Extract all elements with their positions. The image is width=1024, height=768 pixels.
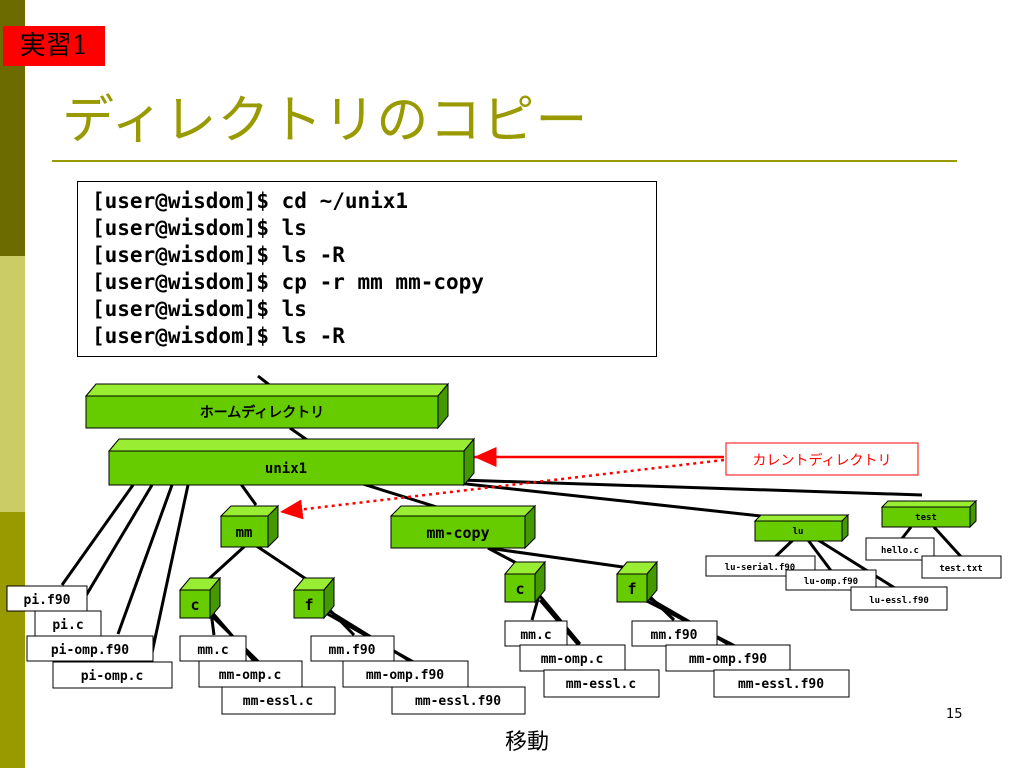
- mm-f-dir-box: f: [292, 576, 336, 620]
- file-label: pi.f90: [24, 593, 71, 608]
- file-box: [342, 660, 469, 688]
- file-label: lu-essl.f90: [869, 596, 929, 606]
- home-dir-label: ホームディレクトリ: [200, 404, 325, 421]
- terminal-line: [user@wisdom]$ ls -R: [92, 324, 345, 348]
- file-label: mm.f90: [651, 628, 698, 643]
- mm-dir-label: mm: [236, 525, 253, 541]
- test-dir-label: test: [915, 513, 937, 523]
- file-label: pi-omp.f90: [51, 643, 129, 658]
- file-box: [52, 661, 173, 689]
- file-label: mm-essl.f90: [738, 677, 824, 692]
- mm-c-dir-label: c: [190, 596, 199, 614]
- file-label: mm-omp.f90: [366, 668, 444, 683]
- page-number: 15: [946, 707, 963, 722]
- copy-f-dir-label: f: [627, 580, 636, 598]
- file-label: mm.f90: [329, 643, 376, 658]
- unix1-dir-label: unix1: [265, 461, 307, 477]
- file-box: [850, 586, 948, 611]
- file-label: mm-omp.c: [541, 652, 604, 667]
- mm-f-dir-label: f: [304, 596, 313, 614]
- file-box: [785, 569, 877, 591]
- terminal-line: [user@wisdom]$ cd ~/unix1: [92, 189, 409, 213]
- file-box: [6, 585, 88, 612]
- file-label: mm.c: [197, 643, 228, 658]
- sidebar-band-light: [0, 256, 25, 512]
- mm-dir-box: mm: [219, 504, 280, 549]
- file-label: mm-essl.c: [566, 677, 636, 692]
- exercise-badge: 実習1: [3, 26, 105, 66]
- file-box: [543, 669, 660, 698]
- mm-copy-dir-box: mm-copy: [389, 504, 537, 550]
- file-box: [713, 669, 850, 698]
- terminal-line: [user@wisdom]$ cp -r mm mm-copy: [92, 270, 484, 294]
- file-label: pi.c: [52, 618, 83, 633]
- footer-label: 移動: [505, 730, 550, 755]
- file-box: [865, 537, 935, 561]
- file-label: mm-omp.f90: [689, 652, 767, 667]
- file-box: [504, 620, 568, 647]
- mm-copy-dir-label: mm-copy: [426, 524, 489, 542]
- file-label: hello.c: [881, 546, 919, 556]
- file-box: [221, 686, 336, 715]
- home-dir-box: ホームディレクトリ: [84, 382, 450, 430]
- file-label: mm-omp.c: [219, 668, 282, 683]
- file-box: [26, 635, 154, 662]
- terminal-line: [user@wisdom]$ ls: [92, 216, 307, 240]
- file-box: [198, 660, 303, 688]
- file-label: lu-omp.f90: [804, 577, 858, 587]
- terminal-box: [user@wisdom]$ cd ~/unix1 [user@wisdom]$…: [77, 181, 657, 357]
- file-box: [921, 555, 1002, 579]
- mm-c-dir-box: c: [178, 576, 222, 620]
- file-label: mm-essl.f90: [415, 694, 501, 709]
- current-dir-callout: [725, 442, 919, 476]
- copy-f-dir-box: f: [615, 560, 659, 604]
- file-box: [391, 686, 526, 715]
- file-label: mm.c: [520, 628, 551, 643]
- copy-c-dir-box: c: [503, 560, 547, 604]
- terminal-line: [user@wisdom]$ ls -R: [92, 243, 345, 267]
- file-label: test.txt: [939, 564, 982, 574]
- lu-dir-label: lu: [793, 527, 804, 537]
- test-dir-box: test: [880, 499, 978, 529]
- file-box: [665, 644, 791, 672]
- file-box: [631, 620, 718, 647]
- terminal-line: [user@wisdom]$ ls: [92, 297, 307, 321]
- file-label: mm-essl.c: [243, 694, 313, 709]
- copy-c-dir-label: c: [515, 580, 524, 598]
- file-label: pi-omp.c: [81, 669, 144, 684]
- slide-title: ディレクトリのコピー: [62, 91, 589, 151]
- lu-dir-box: lu: [753, 513, 850, 543]
- unix1-dir-box: unix1: [107, 437, 476, 487]
- file-label: lu-serial.f90: [725, 562, 795, 573]
- current-dir-label: カレントディレクトリ: [752, 452, 891, 469]
- title-underline: [52, 160, 957, 162]
- sidebar-band-olive: [0, 512, 25, 768]
- copy-dir-arrow: [279, 458, 725, 520]
